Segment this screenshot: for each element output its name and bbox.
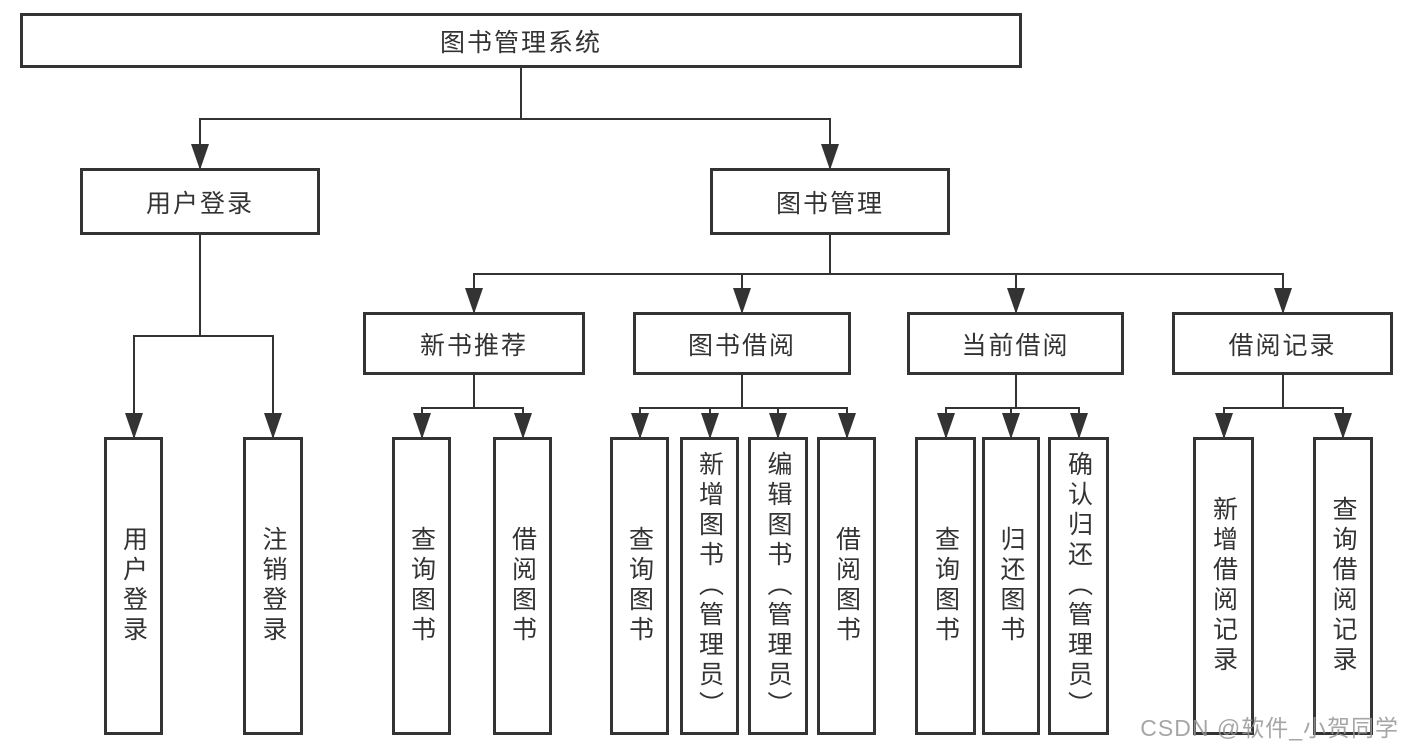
connector-line — [199, 118, 831, 120]
arrowhead-down-icon — [191, 144, 209, 170]
connector-line — [473, 273, 1284, 275]
node-label-cur-return: 归还图书 — [997, 526, 1025, 646]
node-cur-return: 归还图书 — [982, 437, 1040, 735]
connector-line — [1222, 407, 1344, 409]
arrowhead-down-icon — [412, 413, 431, 439]
node-label-bw-edit: 编辑图书（管理员） — [764, 451, 792, 721]
connector-line — [1014, 375, 1017, 409]
arrowhead-down-icon — [733, 288, 751, 314]
node-user-login: 用户登录 — [104, 437, 163, 735]
node-label-cur-confirm: 确认归还（管理员） — [1064, 451, 1093, 721]
node-bw-edit: 编辑图书（管理员） — [748, 437, 808, 735]
arrowhead-down-icon — [1273, 288, 1292, 314]
node-bw-add: 新增图书（管理员） — [680, 437, 739, 735]
node-rec-add: 新增借阅记录 — [1193, 437, 1254, 735]
node-logout: 注销登录 — [243, 437, 303, 735]
connector-line — [132, 335, 274, 337]
arrowhead-down-icon — [264, 413, 282, 439]
connector-line — [132, 335, 135, 437]
connector-line — [944, 407, 1080, 409]
arrowhead-down-icon — [1006, 288, 1025, 314]
node-label-nb-query: 查询图书 — [407, 526, 436, 646]
arrowhead-down-icon — [513, 413, 532, 439]
connector-line — [420, 407, 524, 409]
node-label-user-login: 用户登录 — [119, 526, 148, 646]
arrowhead-down-icon — [936, 413, 955, 439]
connector-line — [829, 235, 831, 275]
node-bw-query: 查询图书 — [610, 437, 669, 735]
connector-line — [473, 375, 475, 409]
connector-line — [1281, 375, 1284, 409]
node-label-current: 当前借阅 — [961, 331, 1070, 360]
arrowhead-down-icon — [1002, 413, 1020, 439]
node-newbooks: 新书推荐 — [363, 312, 585, 375]
arrowhead-down-icon — [837, 413, 856, 439]
node-nb-query: 查询图书 — [392, 437, 451, 735]
node-label-bw-borrow: 借阅图书 — [832, 526, 861, 646]
connector-line — [272, 335, 274, 437]
node-cur-confirm: 确认归还（管理员） — [1048, 437, 1109, 735]
node-label-records: 借阅记录 — [1228, 331, 1337, 360]
connector-line — [199, 118, 201, 168]
watermark: CSDN @软件_小贺同学 — [1140, 715, 1399, 741]
node-current: 当前借阅 — [907, 312, 1124, 375]
arrowhead-down-icon — [1069, 413, 1088, 439]
node-nb-borrow: 借阅图书 — [493, 437, 552, 735]
node-label-rec-query: 查询借阅记录 — [1329, 496, 1357, 676]
arrowhead-down-icon — [769, 413, 787, 439]
connector-line — [638, 407, 848, 409]
connector-line — [199, 235, 201, 337]
node-label-logout: 注销登录 — [259, 526, 287, 646]
node-records: 借阅记录 — [1172, 312, 1393, 375]
node-label-bookmgmt: 图书管理 — [775, 189, 884, 218]
node-bw-borrow: 借阅图书 — [817, 437, 876, 735]
node-borrow: 图书借阅 — [633, 312, 851, 375]
arrowhead-down-icon — [124, 413, 143, 439]
node-label-root: 图书管理系统 — [439, 28, 602, 57]
node-bookmgmt: 图书管理 — [710, 168, 950, 235]
node-label-bw-query: 查询图书 — [625, 526, 654, 646]
arrowhead-down-icon — [1334, 413, 1352, 439]
node-label-login: 用户登录 — [145, 189, 254, 218]
node-rec-query: 查询借阅记录 — [1313, 437, 1373, 735]
node-label-newbooks: 新书推荐 — [419, 331, 528, 360]
arrowhead-down-icon — [1214, 413, 1233, 439]
arrowhead-down-icon — [821, 144, 839, 170]
node-login: 用户登录 — [80, 168, 320, 235]
connector-line — [741, 375, 743, 409]
node-label-cur-query: 查询图书 — [931, 526, 960, 646]
connector-line — [829, 118, 831, 168]
node-label-bw-add: 新增图书（管理员） — [695, 451, 724, 721]
connector-line — [520, 68, 522, 120]
node-root: 图书管理系统 — [20, 13, 1022, 68]
node-label-rec-add: 新增借阅记录 — [1209, 496, 1238, 676]
arrowhead-down-icon — [465, 288, 483, 314]
node-label-nb-borrow: 借阅图书 — [508, 526, 537, 646]
arrowhead-down-icon — [630, 413, 649, 439]
node-cur-query: 查询图书 — [915, 437, 976, 735]
node-label-borrow: 图书借阅 — [687, 331, 796, 360]
arrowhead-down-icon — [700, 413, 719, 439]
